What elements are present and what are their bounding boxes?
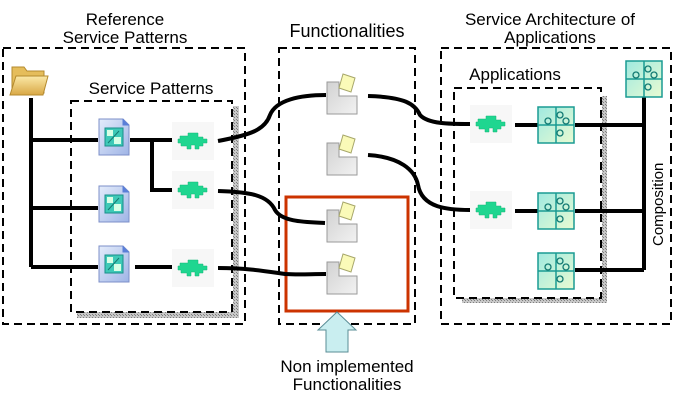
puzzle-piece-icon[interactable] bbox=[171, 121, 215, 161]
link-func1-app1 bbox=[367, 94, 471, 126]
callout-line-2: Functionalities bbox=[292, 375, 402, 394]
reference-tree-connectors bbox=[29, 98, 172, 269]
service-architecture-title: Service Architecture of Applications bbox=[440, 11, 660, 47]
puzzle-piece-icon[interactable] bbox=[469, 190, 513, 230]
application-puzzle-icon[interactable] bbox=[537, 252, 575, 290]
functionality-block-icon-non-implemented[interactable] bbox=[326, 201, 358, 243]
reference-service-patterns-box bbox=[2, 47, 246, 325]
link-func2-app2 bbox=[367, 153, 471, 212]
functionalities-box bbox=[278, 47, 416, 325]
mapping-connectors bbox=[217, 93, 471, 277]
applications-title: Applications bbox=[469, 65, 561, 84]
puzzle-piece-icon[interactable] bbox=[171, 248, 215, 288]
title-line-2: Service Patterns bbox=[62, 28, 188, 47]
service-patterns-title: Service Patterns bbox=[88, 79, 214, 98]
link-pattern2-func3 bbox=[217, 189, 326, 225]
functionality-block-icon[interactable] bbox=[326, 134, 358, 176]
pattern-document-icon[interactable] bbox=[98, 185, 130, 223]
pattern-document-icon[interactable] bbox=[98, 245, 130, 283]
composition-connectors bbox=[515, 96, 646, 272]
title-line-1: Reference bbox=[85, 10, 165, 29]
service-patterns-shadow bbox=[233, 106, 239, 318]
link-pattern1-func1 bbox=[217, 93, 327, 143]
application-puzzle-icon[interactable] bbox=[537, 192, 575, 230]
application-puzzle-icon[interactable] bbox=[537, 106, 575, 144]
puzzle-piece-icon[interactable] bbox=[469, 104, 513, 144]
link-pattern3-func4 bbox=[217, 266, 327, 277]
title-line-1: Service Architecture of bbox=[464, 10, 636, 29]
callout-line-1: Non implemented bbox=[280, 357, 414, 376]
functionality-block-icon-non-implemented[interactable] bbox=[326, 253, 358, 295]
service-architecture-box bbox=[440, 47, 672, 325]
non-implemented-callout: Non implemented Functionalities bbox=[262, 358, 432, 394]
functionalities-title: Functionalities bbox=[289, 21, 405, 41]
reference-service-patterns-title: Reference Service Patterns bbox=[40, 11, 210, 47]
title-line-2: Applications bbox=[504, 28, 596, 47]
functionality-block-icon[interactable] bbox=[326, 73, 358, 115]
puzzle-piece-icon[interactable] bbox=[171, 170, 215, 210]
non-implemented-highlight-box bbox=[284, 195, 410, 313]
composite-application-icon[interactable] bbox=[625, 60, 663, 98]
composition-label: Composition bbox=[650, 162, 667, 246]
pattern-document-icon[interactable] bbox=[98, 118, 130, 156]
up-arrow-icon bbox=[316, 311, 358, 353]
folder-icon[interactable] bbox=[9, 66, 49, 96]
